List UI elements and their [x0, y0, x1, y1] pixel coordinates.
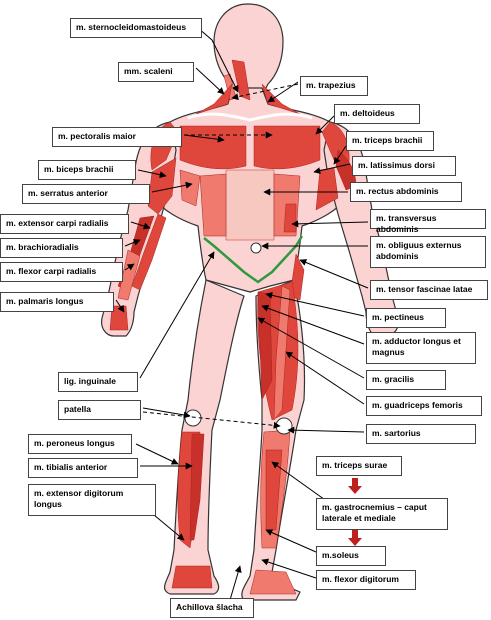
clavicles: [187, 112, 313, 122]
label-rectus-abdominis: m. rectus abdominis: [350, 182, 462, 202]
label-palmaris-longus: m. palmaris longus: [0, 292, 114, 312]
label-triceps-surae: m. triceps surae: [316, 456, 402, 476]
muscle-pectoralis-left: [253, 125, 321, 170]
muscle-rectus-abdominis: [225, 169, 275, 241]
label-soleus: m.soleus: [316, 546, 386, 566]
muscle-transversus: [283, 203, 297, 233]
label-gastrocnemius: m. gastrocnemius – caput laterale et med…: [316, 498, 448, 530]
label-transversus-abdominis: m. transversus abdominis: [370, 209, 486, 234]
label-guadriceps-femoris: m. guadriceps femoris: [366, 396, 482, 416]
label-sternocleidomastoideus: m. sternocleidomastoideus: [70, 18, 202, 38]
muscle-forearm-extensor: [131, 213, 167, 291]
label-gracilis: m. gracilis: [366, 370, 446, 390]
arrow-triceps-to-gastro: [348, 478, 362, 494]
label-patella: patella: [58, 400, 141, 420]
label-flexor-digitorum: m. flexor digitorum: [316, 570, 416, 590]
muscle-foot-right: [171, 565, 213, 589]
muscle-sternocleidomastoideus: [231, 59, 251, 101]
navel: [250, 242, 262, 254]
label-pectoralis-maior: m. pectoralis maior: [52, 127, 182, 147]
head: [213, 3, 284, 97]
label-serratus-anterior: m. serratus anterior: [22, 184, 150, 204]
label-pectineus: m. pectineus: [366, 308, 446, 328]
label-sartorius: m. sartorius: [366, 424, 476, 444]
label-deltoideus: m. deltoideus: [334, 104, 420, 124]
muscle-trapezius-right: [195, 83, 233, 115]
label-triceps-brachii: m. triceps brachii: [346, 131, 434, 151]
muscle-calf-left-soleus: [265, 449, 283, 531]
label-trapezius: m. trapezius: [300, 76, 368, 96]
label-brachioradialis: m. brachioradialis: [0, 238, 123, 258]
label-extensor-carpi-radialis: m. extensor carpi radialis: [0, 214, 129, 234]
muscle-foot-left: [249, 569, 297, 595]
label-peroneus-longus: m. peroneus longus: [28, 434, 132, 454]
label-tensor-fascinae-latae: m. tensor fascinae latae: [370, 280, 488, 300]
muscle-shin-right-tibialis: [189, 433, 205, 541]
label-adductor: m. adductor longus et magnus: [366, 332, 476, 364]
muscle-pectoralis-right: [179, 125, 247, 170]
label-latissimus-dorsi: m. latissimus dorsi: [352, 156, 456, 176]
muscle-forearm-flexor: [117, 249, 141, 301]
label-biceps-brachii: m. biceps brachii: [38, 160, 136, 180]
arrow-gastro-to-soleus: [348, 530, 362, 546]
muscle-thigh-sartorius: [273, 285, 291, 421]
label-achillova-slacha: Achillova šlacha: [170, 598, 254, 618]
label-obliguus-externus: m. obliguus externus abdominis: [370, 236, 486, 268]
note-arrows: [348, 478, 362, 546]
label-lig-inguinale: lig. inguinale: [58, 372, 138, 392]
leg-right: [163, 279, 245, 595]
label-flexor-carpi-radialis: m. flexor carpi radialis: [0, 262, 123, 282]
label-extensor-digitorum-longus: m. extensor digitorum longus: [28, 484, 156, 516]
muscle-obliguus-right: [199, 173, 227, 237]
patella-right: [184, 409, 202, 427]
label-tibialis-anterior: m. tibialis anterior: [28, 458, 138, 478]
label-scaleni: mm. scaleni: [118, 62, 194, 82]
